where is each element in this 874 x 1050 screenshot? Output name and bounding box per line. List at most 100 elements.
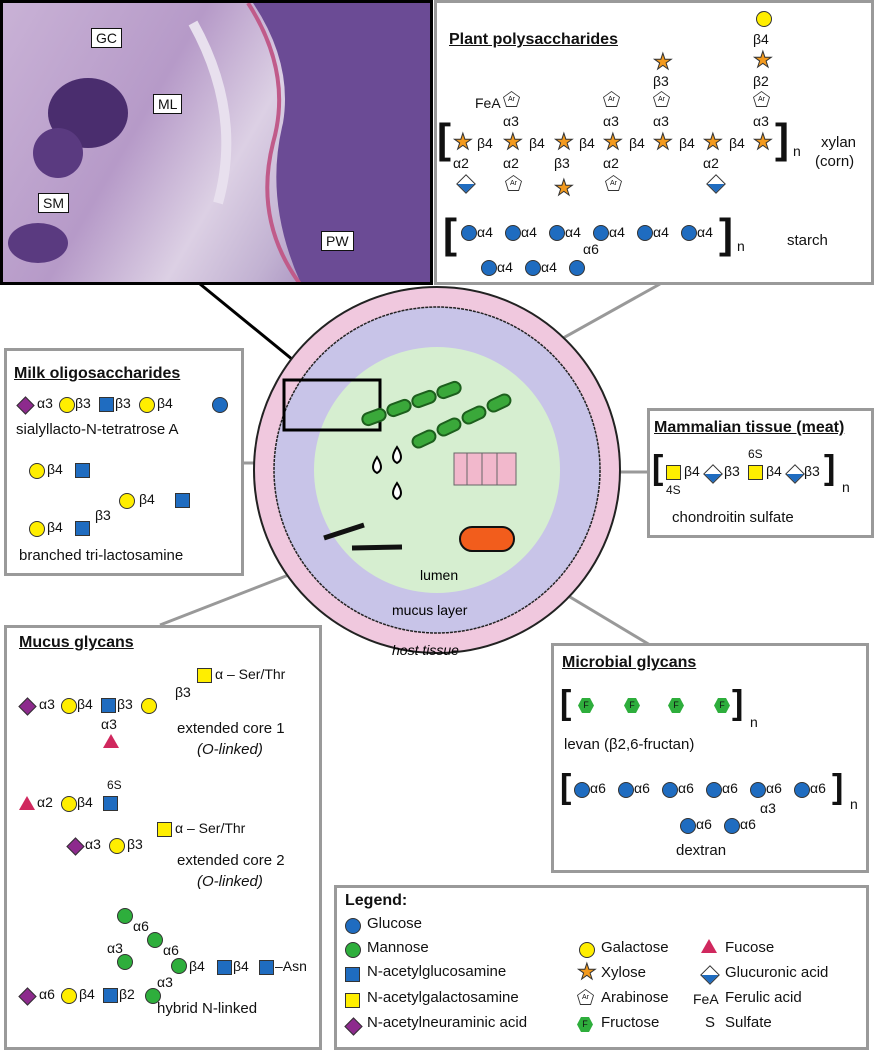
bacterium (459, 526, 515, 552)
bond: β2 (119, 986, 135, 1002)
fructose-icon: F (578, 698, 594, 713)
legend-galactose: Galactose (601, 939, 669, 956)
xylan-sub-label: (corn) (815, 153, 855, 170)
bond: α3 (653, 113, 669, 129)
ferulic-acid-symbol: FeA (693, 991, 719, 1007)
bond: β4 (753, 31, 769, 47)
bracket-right: ] (732, 684, 744, 722)
bond: β4 (139, 491, 155, 507)
lumen-label: lumen (420, 567, 458, 583)
galactose-icon (756, 11, 772, 27)
glucuronic-acid-icon (456, 174, 476, 194)
bond: β3 (115, 395, 131, 411)
bond: β3 (127, 836, 143, 852)
arabinose-icon: Ar (653, 91, 670, 107)
meat-name: chondroitin sulfate (672, 509, 794, 526)
bond: β3 (554, 155, 570, 171)
fructose-icon: F (668, 698, 684, 713)
bond: α4 (697, 224, 713, 240)
bond: α6 (696, 816, 712, 832)
bond: α2 (503, 155, 519, 171)
bond: β3 (653, 73, 669, 89)
bond: α3 (39, 696, 55, 712)
bond: α3 (603, 113, 619, 129)
bond: α4 (497, 259, 513, 275)
glcnac-icon (345, 967, 360, 982)
label-sm: SM (38, 193, 69, 213)
mucus-name-2a: extended core 2 (177, 852, 285, 869)
bond: β3 (95, 507, 111, 523)
bond: β2 (753, 73, 769, 89)
mucus-name-2b: (O-linked) (197, 873, 263, 890)
levan-label: levan (β2,6-fructan) (564, 736, 695, 753)
xylose-icon: ★ (554, 175, 575, 200)
bond: β4 (766, 463, 782, 479)
bracket-left: [ (437, 115, 451, 162)
bond: β3 (804, 463, 820, 479)
ferulic-acid-label: FeA (475, 95, 501, 111)
galnac-icon (197, 668, 212, 683)
milk-drops (372, 445, 402, 501)
mannose-icon (145, 988, 161, 1004)
legend-neu5ac: N-acetylneuraminic acid (367, 1014, 528, 1031)
glucose-icon (681, 225, 697, 241)
legend-sulfate: Sulfate (725, 1014, 772, 1031)
bond: α3 (503, 113, 519, 129)
label-gc: GC (91, 28, 122, 48)
glcnac-icon (75, 463, 90, 478)
xylose-icon: ★ (503, 129, 524, 154)
cell-cluster (33, 128, 83, 178)
glucose-icon (461, 225, 477, 241)
bond: β4 (47, 519, 63, 535)
bond: β4 (529, 135, 545, 151)
dextran-label: dextran (676, 842, 727, 859)
arabinose-icon: Ar (753, 91, 770, 107)
xylose-icon: ★ (703, 129, 724, 154)
arabinose-icon: Ar (503, 91, 520, 107)
glucose-icon (212, 397, 228, 413)
epithelium (253, 3, 430, 282)
bond: α6 (740, 816, 756, 832)
glucose-icon (549, 225, 565, 241)
arabinose-icon: Ar (605, 175, 622, 191)
plant-title: Plant polysaccharides (449, 31, 618, 48)
xylose-icon: ★ (453, 129, 474, 154)
legend-ferulic-acid: Ferulic acid (725, 989, 802, 1006)
glucose-icon (481, 260, 497, 276)
bond: α6 (634, 780, 650, 796)
fructose-icon: F (577, 1017, 593, 1032)
bond: α2 (603, 155, 619, 171)
glcnac-icon (75, 521, 90, 536)
meat-fiber (453, 452, 517, 486)
meat-panel: Mammalian tissue (meat) [ 4S β4 β3 6S β4… (647, 408, 874, 538)
epithelium-edge (246, 3, 302, 282)
bond: β4 (684, 463, 700, 479)
galactose-icon (139, 397, 155, 413)
legend-glcnac: N-acetylglucosamine (367, 963, 507, 980)
plant-panel: Plant polysaccharides [ ★ β4 ★ β4 ★ β4 ★… (434, 0, 874, 285)
mannose-icon (171, 958, 187, 974)
galactose-icon (109, 838, 125, 854)
legend-fructose: Fructose (601, 1014, 660, 1031)
glcnac-icon (217, 960, 232, 975)
glcnac-icon (259, 960, 274, 975)
glucose-icon (569, 260, 585, 276)
mucus-name-3: hybrid N-linked (157, 1000, 258, 1017)
bond: β4 (233, 958, 249, 974)
fucose-icon (19, 796, 35, 810)
neuraminic-acid-icon (66, 837, 85, 856)
repeat-n: n (850, 796, 858, 812)
bond: β3 (724, 463, 740, 479)
glucose-icon (593, 225, 609, 241)
fucose-icon (701, 939, 717, 953)
glucose-icon (680, 818, 696, 834)
bond: α6 (39, 986, 55, 1002)
bond: β4 (579, 135, 595, 151)
bond: α6 (133, 918, 149, 934)
xylan-label: xylan (821, 134, 857, 151)
galnac-icon (345, 993, 360, 1008)
mannose-icon (147, 932, 163, 948)
micrograph-panel: GC ML SM PW (0, 0, 433, 285)
arabinose-icon: Ar (577, 989, 594, 1005)
legend-fucose: Fucose (725, 939, 775, 956)
